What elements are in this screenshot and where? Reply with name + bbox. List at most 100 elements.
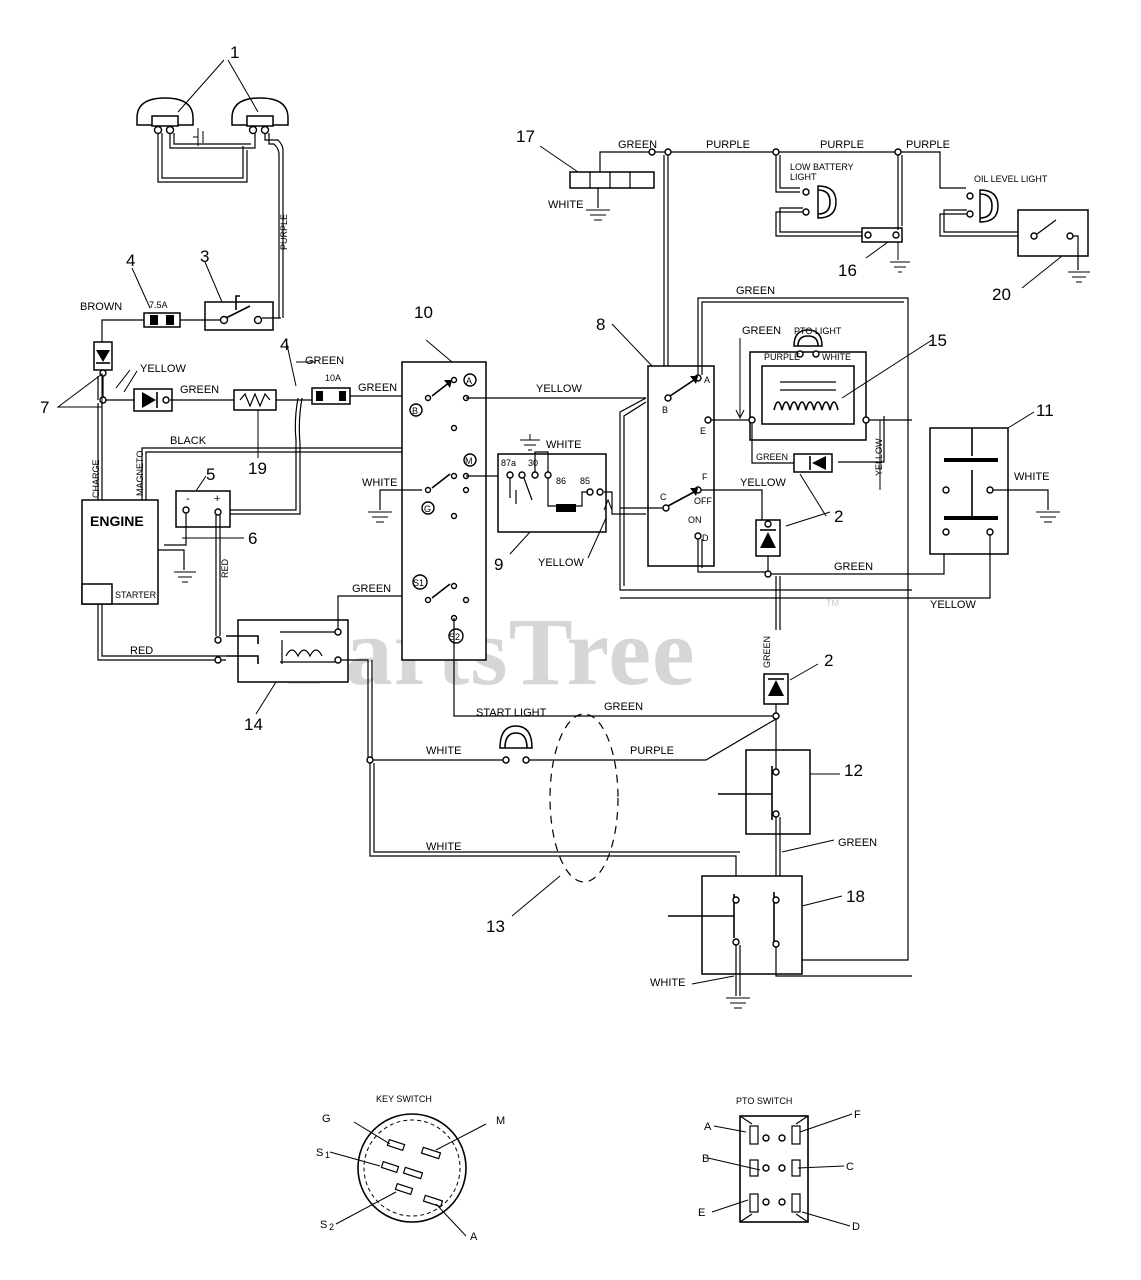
key-switch-m: M	[496, 1115, 505, 1127]
callout-16: 16	[838, 261, 857, 280]
wire-label-green-top: GREEN	[618, 139, 657, 151]
diode-2-vertical: GREEN	[755, 490, 945, 578]
wire-label-black: BLACK	[170, 435, 207, 447]
wire-label-white-bottom: WHITE	[426, 841, 461, 853]
wire-label-red-v: RED	[220, 558, 230, 578]
callout-8: 8	[596, 315, 605, 334]
pto-light-label: PTO LIGHT	[794, 326, 842, 336]
wire-label-green-4: GREEN	[305, 355, 344, 367]
callout-12: 12	[844, 761, 863, 780]
switch-18: WHITE 18	[650, 875, 912, 1009]
pto-sw-f: F	[702, 472, 708, 482]
light-bar-ground	[586, 209, 610, 221]
callout-1: 1	[230, 43, 239, 62]
pto-switch-c: C	[846, 1161, 854, 1173]
wire-label-charge: CHARGE	[91, 459, 101, 498]
pto-switch-8: 8 A B E F OFF C ON D GREEN GREEN YELLOW	[596, 285, 912, 961]
ks-terminal-m: M	[465, 456, 473, 466]
wire-label-green-11: GREEN	[834, 561, 873, 573]
wire-label-purple-top2: PURPLE	[820, 139, 864, 151]
callout-18: 18	[846, 887, 865, 906]
callout-15: 15	[928, 331, 947, 350]
key-switch-s2-sub: 2	[329, 1222, 334, 1232]
pto-switch-f: F	[854, 1109, 861, 1121]
starter-label: STARTER	[115, 590, 157, 600]
wire-label-yellow-11: YELLOW	[930, 599, 976, 611]
pto-sw-e: E	[700, 426, 706, 436]
pto-switch-detail: PTO SWITCH A B E F C D	[698, 1096, 861, 1233]
engine-label: ENGINE	[90, 513, 144, 529]
headlight-left-socket	[151, 115, 179, 127]
wire-label-yellow-7: YELLOW	[140, 363, 186, 375]
wire-label-green-diode2: GREEN	[762, 636, 772, 668]
callout-20: 20	[992, 285, 1011, 304]
wire-label-white-17: WHITE	[548, 199, 583, 211]
ks-terminal-g: G	[424, 504, 431, 514]
callout-14: 14	[244, 715, 263, 734]
relay-85: 85	[580, 476, 590, 486]
callout-5: 5	[206, 465, 215, 484]
wire-label-yellow-pto: YELLOW	[740, 477, 786, 489]
wire-label-pto-purple: PURPLE	[764, 352, 800, 362]
callout-4-top: 4	[126, 251, 135, 270]
key-switch-s1: S	[316, 1147, 323, 1159]
callout-2-bottom: 2	[824, 651, 833, 670]
wire-label-white-start: WHITE	[426, 745, 461, 757]
oil-level-light: OIL LEVEL LIGHT 20	[939, 174, 1090, 304]
low-battery-light: LOW BATTERY LIGHT 16	[775, 155, 910, 280]
watermark-text: PartsTree	[285, 598, 696, 705]
wire-label-red-h: RED	[130, 645, 153, 657]
harness-13: 13	[486, 713, 619, 936]
callout-1-leader	[177, 59, 259, 113]
pto-sw-on: ON	[688, 515, 702, 525]
key-switch-ground	[368, 511, 392, 523]
watermark-tm: TM	[826, 598, 839, 608]
switch-11-ground	[1036, 511, 1060, 523]
headlight-switch: 3 7.5A 4 BROWN	[80, 247, 281, 342]
switch-18-ground	[726, 997, 750, 1009]
wire-label-purple-start: PURPLE	[630, 745, 674, 757]
diode-assembly-7: 7 YELLOW GREEN	[40, 341, 234, 417]
key-switch-10: 10 A B M G S1 S2 WHITE YELLOW	[362, 303, 776, 717]
wire-label-green-8e: GREEN	[742, 325, 781, 337]
light-bar-17: WHITE 17 GREEN PURPLE PURPLE PURPLE	[516, 127, 966, 380]
engine-ground	[174, 571, 196, 583]
wire-label-purple-top3: PURPLE	[906, 139, 950, 151]
wire-label-white-18: WHITE	[650, 977, 685, 989]
switch-12: 12 GREEN	[718, 719, 877, 876]
callout-2-top: 2	[834, 507, 843, 526]
key-switch-title: KEY SWITCH	[376, 1094, 432, 1104]
key-switch-s1-sub: 1	[325, 1150, 330, 1160]
pto-sw-b: B	[662, 405, 668, 415]
callout-4-middle: 4	[280, 335, 289, 354]
ks-terminal-a: A	[466, 376, 472, 386]
wire-label-white-g: WHITE	[362, 477, 397, 489]
fuse-10a-label: 10A	[325, 373, 341, 383]
battery-5: - + RED 5 6	[164, 465, 257, 636]
wire-label-yellow-relay: YELLOW	[538, 557, 584, 569]
relay-9: 87a 30 86 85 WHITE YELLOW 9	[494, 434, 646, 574]
fuse-7-5a	[143, 312, 181, 328]
relay-87a: 87a	[501, 458, 516, 468]
wire-label-magneto: MAGNETO	[135, 451, 145, 496]
wire-label-green-10: GREEN	[358, 382, 397, 394]
headlight-right-socket	[246, 115, 274, 127]
wire-label-green-8top: GREEN	[736, 285, 775, 297]
low-battery-label-1: LOW BATTERY	[790, 162, 854, 172]
wire-label-green-12: GREEN	[838, 837, 877, 849]
pto-switch-e: E	[698, 1207, 705, 1219]
start-light-label: START LIGHT	[476, 707, 547, 719]
headlights: 1 PURPLE	[136, 43, 289, 318]
wire-label-green-diode: GREEN	[756, 452, 788, 462]
oil-level-ground	[1068, 271, 1090, 283]
callout-9: 9	[494, 555, 503, 574]
headlight-left	[136, 97, 194, 126]
callout-7: 7	[40, 398, 49, 417]
diode-2-lower: GREEN 2	[762, 576, 833, 720]
ks-terminal-b: B	[412, 406, 418, 416]
callout-17: 17	[516, 127, 535, 146]
key-switch-s2: S	[320, 1219, 327, 1231]
pto-switch-title: PTO SWITCH	[736, 1096, 792, 1106]
solenoid-14: 14 GREEN	[214, 583, 418, 760]
